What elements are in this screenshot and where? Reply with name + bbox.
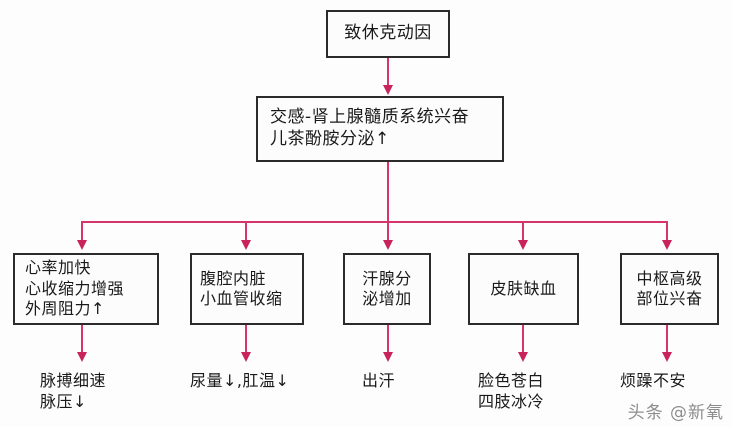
outcome-urine-line-1: 尿量↓,肛温↓ xyxy=(190,371,290,390)
node-skin-line-1: 皮肤缺血 xyxy=(490,278,557,298)
node-cause-line-1: 致休克动因 xyxy=(344,23,432,44)
outcome-pallor-line-1: 脸色苍白 xyxy=(478,371,545,390)
outcome-pulse-line-2: 脉压↓ xyxy=(40,392,87,412)
node-cardiac-line-1: 心率加快 xyxy=(25,258,92,278)
arrowhead-to-sweat-gland xyxy=(383,240,393,250)
distribution-bus xyxy=(81,221,667,223)
edge-splanchnic-to-urine xyxy=(245,325,247,359)
node-splanchnic-line-2: 小血管收缩 xyxy=(200,289,283,308)
outcome-sweating: 出汗 xyxy=(362,370,395,391)
edge-cns-to-restlessness xyxy=(666,325,668,359)
arrowhead-to-pallor xyxy=(518,352,528,362)
node-sweat-gland-secretion: 汗腺分 泌增加 xyxy=(343,253,431,325)
arrowhead-to-splanchnic xyxy=(241,240,251,250)
edge-skin-to-pallor xyxy=(522,325,524,359)
edge-bus-to-cardiac xyxy=(81,221,83,243)
edge-bus-to-splanchnic xyxy=(245,221,247,243)
node-sympathetic-line-1: 交感-肾上腺髓质系统兴奋 xyxy=(270,107,470,128)
edge-sweat-gland-to-sweating xyxy=(387,325,389,359)
arrowhead-to-cardiac xyxy=(77,240,87,250)
outcome-pulse: 脉搏细速 脉压↓ xyxy=(40,370,106,412)
node-sympathetic-line-2: 儿茶酚胺分泌↑ xyxy=(270,129,390,149)
arrowhead-to-sympathetic xyxy=(383,85,393,95)
outcome-pulse-line-1: 脉搏细速 xyxy=(40,371,107,390)
node-cause: 致休克动因 xyxy=(326,10,450,58)
node-cardiac-response: 心率加快 心收缩力增强 外周阻力↑ xyxy=(13,253,159,325)
node-splanchnic-vasoconstriction: 腹腔内脏 小血管收缩 xyxy=(190,253,304,325)
node-skin-ischemia: 皮肤缺血 xyxy=(468,253,579,325)
arrowhead-to-urine xyxy=(241,352,251,362)
watermark: 头条 @新氧 xyxy=(627,403,724,423)
outcome-restlessness: 烦躁不安 xyxy=(620,370,686,391)
node-sweat-line-2: 泌增加 xyxy=(362,289,412,308)
outcome-pallor-line-2: 四肢冰冷 xyxy=(478,392,545,412)
outcome-restlessness-line-1: 烦躁不安 xyxy=(620,371,687,390)
arrowhead-to-skin xyxy=(518,240,528,250)
arrowhead-to-pulse xyxy=(77,352,87,362)
outcome-sweating-line-1: 出汗 xyxy=(362,371,396,390)
node-cardiac-line-2: 心收缩力增强 xyxy=(25,278,125,298)
edge-bus-to-cns xyxy=(666,221,668,243)
arrowhead-to-restlessness xyxy=(662,352,672,362)
outcome-pallor-cold-limbs: 脸色苍白 四肢冰冷 xyxy=(478,370,544,412)
node-cns-line-1: 中枢高级 xyxy=(636,268,703,288)
edge-cardiac-to-pulse xyxy=(81,325,83,359)
arrowhead-to-sweating xyxy=(383,352,393,362)
node-splanchnic-line-1: 腹腔内脏 xyxy=(200,268,267,288)
edge-bus-to-sweat-gland xyxy=(387,221,389,243)
edge-sympathetic-to-bus xyxy=(387,162,389,222)
node-sweat-line-1: 汗腺分 xyxy=(362,268,412,288)
arrowhead-to-cns xyxy=(662,240,672,250)
node-sympathetic-activation: 交感-肾上腺髓质系统兴奋 儿茶酚胺分泌↑ xyxy=(256,96,504,162)
node-cns-line-2: 部位兴奋 xyxy=(636,289,703,308)
edge-bus-to-skin xyxy=(522,221,524,243)
edge-cause-to-sympathetic xyxy=(387,58,389,88)
outcome-urine-and-temperature: 尿量↓,肛温↓ xyxy=(190,370,289,391)
node-cns-excitation: 中枢高级 部位兴奋 xyxy=(620,253,719,325)
node-cardiac-line-3: 外周阻力↑ xyxy=(25,299,105,319)
